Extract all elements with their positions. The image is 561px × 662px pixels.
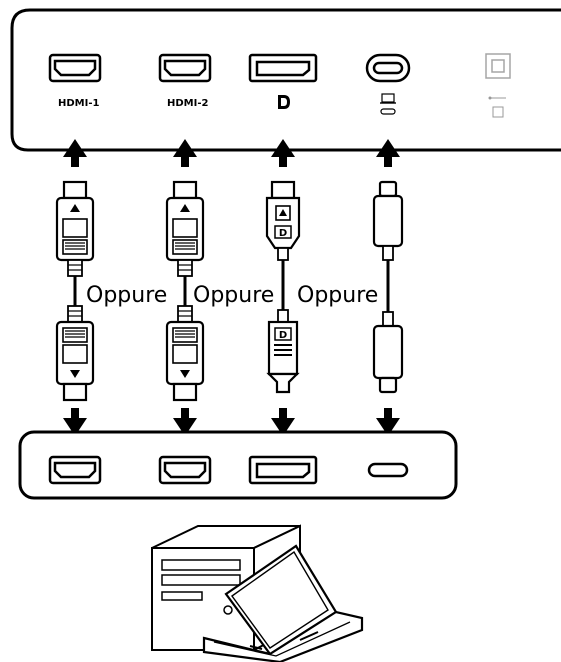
hdmi1-label: HDMI-1 — [58, 98, 99, 109]
usb-b-port — [485, 53, 511, 79]
usbc-port — [365, 53, 411, 83]
hdmi1-port — [48, 53, 102, 83]
usbc-cable-icon — [372, 180, 404, 394]
usb-b-icon — [488, 96, 506, 118]
oppure-label: Oppure — [193, 283, 274, 308]
pc-port-panel — [18, 430, 458, 500]
hdmi2-port — [158, 53, 212, 83]
dp-connector-letter: D — [279, 228, 287, 239]
pc-hdmi-port — [158, 455, 212, 485]
displayport-cable-icon: D D — [265, 180, 301, 394]
oppure-label: Oppure — [86, 283, 167, 308]
pc-hdmi-port — [48, 455, 102, 485]
pc-displayport-port — [248, 455, 318, 485]
displayport-port — [248, 53, 318, 83]
laptop-icon — [202, 544, 364, 662]
pc-usbc-port — [367, 462, 409, 478]
laptop-usbc-icon — [380, 93, 396, 115]
hdmi2-label: HDMI-2 — [167, 98, 208, 109]
oppure-label: Oppure — [297, 283, 378, 308]
displayport-logo-icon — [278, 95, 290, 109]
dp-connector-letter: D — [279, 330, 287, 341]
